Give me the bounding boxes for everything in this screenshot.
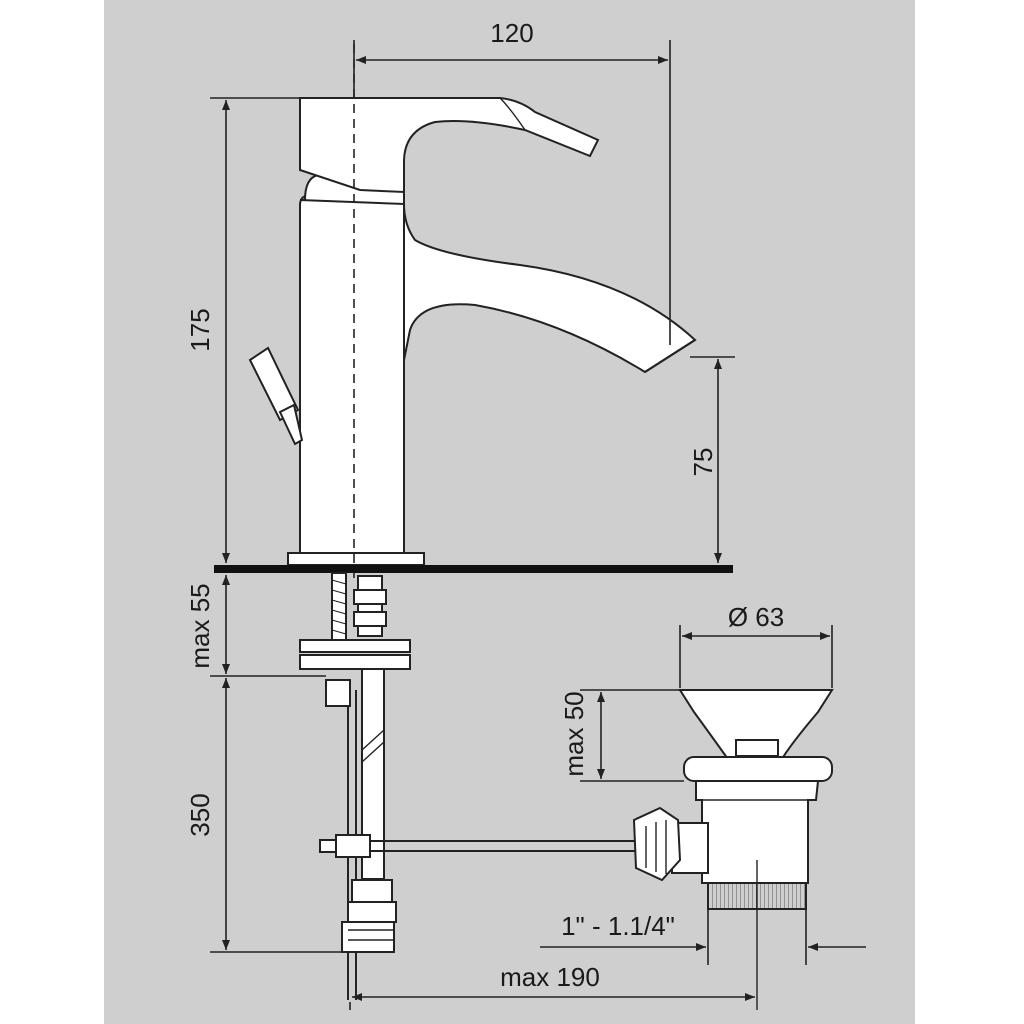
dim-waste-thread: 1" - 1.1/4" — [561, 911, 675, 941]
dim-total-height: 175 — [185, 308, 215, 351]
under-deck-fixings — [299, 572, 635, 1000]
dim-hose-length: 350 — [185, 793, 215, 836]
dim-deck-thickness: max 55 — [185, 583, 215, 668]
faucet-body — [248, 44, 697, 580]
popup-waste — [632, 689, 834, 1010]
dim-spout-reach: 120 — [490, 18, 533, 48]
dim-waste-diameter: Ø 63 — [728, 602, 784, 632]
dim-pullrod-length: max 190 — [500, 962, 600, 992]
dim-waste-height: max 50 — [559, 691, 589, 776]
dim-spout-height: 75 — [688, 448, 718, 477]
dimension-lines — [210, 40, 866, 1010]
deck-surface — [214, 565, 733, 573]
